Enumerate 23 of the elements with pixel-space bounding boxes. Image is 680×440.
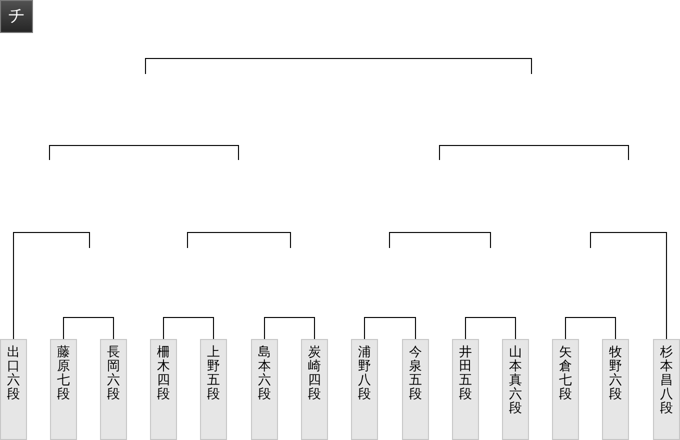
player-box: 今泉五段 (402, 339, 429, 440)
player-box: 矢倉七段 (552, 339, 579, 440)
player-box: 井田五段 (452, 339, 479, 440)
bracket-line (590, 232, 667, 340)
player-box: 杉本昌八段 (653, 339, 680, 440)
player-box: 浦野八段 (351, 339, 378, 440)
player-box: 長岡六段 (100, 339, 127, 440)
player-box: 山本真六段 (502, 339, 529, 440)
player-box: 炭崎四段 (301, 339, 328, 440)
bracket-line (465, 317, 516, 340)
player-box: 出口六段 (0, 339, 27, 440)
bracket-line (565, 317, 616, 340)
player-box: 藤原七段 (50, 339, 77, 440)
player-box: 牧野六段 (602, 339, 629, 440)
bracket-line (264, 317, 315, 340)
bracket-line (63, 317, 114, 340)
bracket-line (364, 317, 416, 340)
bracket-line (163, 317, 214, 340)
player-box: 島本六段 (251, 339, 278, 440)
player-box: 上野五段 (200, 339, 227, 440)
player-box: 柵木四段 (150, 339, 177, 440)
title-tab: チ (0, 0, 33, 33)
bracket-line (13, 232, 90, 340)
